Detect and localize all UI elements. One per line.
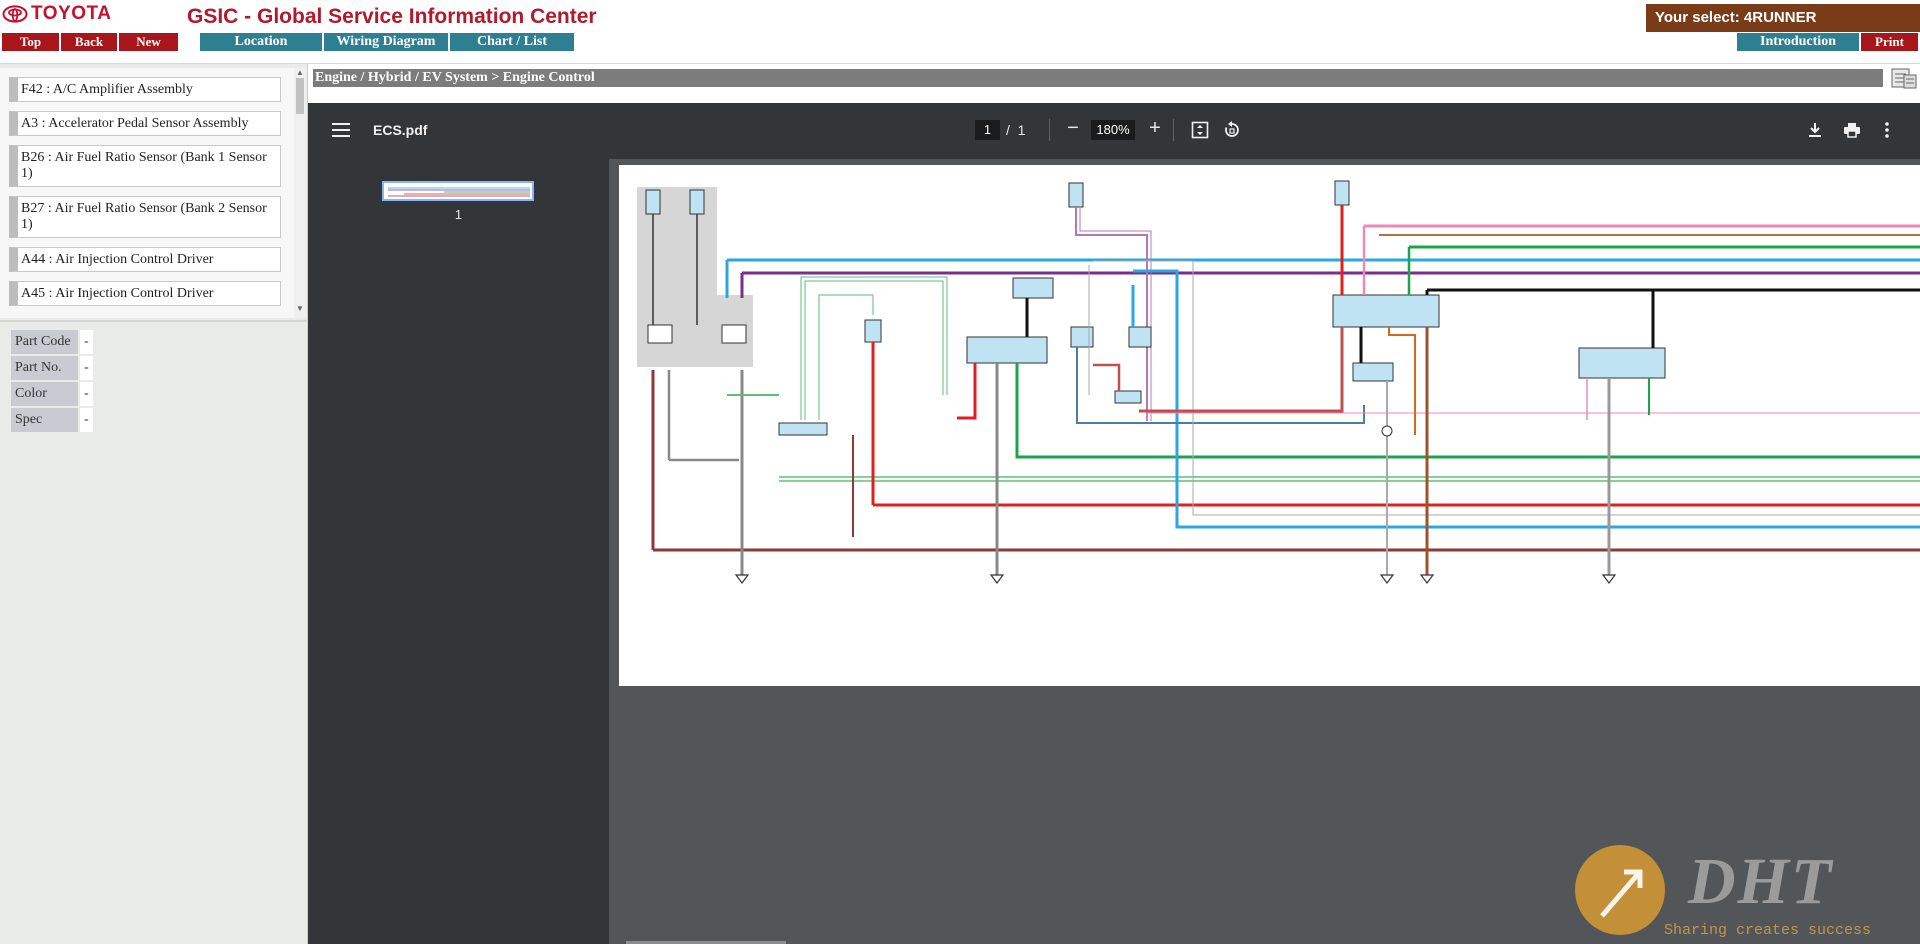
toyota-emblem-icon — [2, 5, 28, 23]
table-row: Color - — [11, 382, 93, 406]
page-thumbnail[interactable] — [382, 181, 534, 201]
download-icon[interactable] — [1806, 121, 1824, 139]
left-panel: F42 : A/C Amplifier Assembly A3 : Accele… — [0, 64, 308, 944]
dht-logo-icon — [1575, 845, 1665, 935]
page-title: GSIC - Global Service Information Center — [187, 5, 597, 28]
page-count: / 1 — [1006, 122, 1025, 138]
page-separator: / — [1006, 122, 1010, 138]
list-item[interactable]: B27 : Air Fuel Ratio Sensor (Bank 2 Sens… — [9, 196, 281, 238]
parts-list-scrollbar[interactable]: ▲ ▼ — [294, 68, 306, 318]
fit-page-icon[interactable] — [1191, 121, 1209, 139]
table-row: Part No. - — [11, 356, 93, 380]
scroll-down-icon[interactable]: ▼ — [296, 304, 304, 313]
panel-divider — [0, 320, 308, 322]
pdf-thumbnail-sidebar: 1 — [308, 159, 609, 944]
scrollbar-thumb[interactable] — [296, 78, 304, 114]
print-button[interactable]: Print — [1861, 33, 1918, 51]
list-item[interactable]: A45 : Air Injection Control Driver — [9, 281, 281, 306]
parts-list: F42 : A/C Amplifier Assembly A3 : Accele… — [0, 68, 296, 318]
tab-wiring-diagram[interactable]: Wiring Diagram — [324, 33, 448, 51]
spec-label: Spec — [11, 408, 78, 432]
part-properties-table: Part Code - Part No. - Color - Spec - — [9, 328, 95, 434]
menu-icon[interactable] — [332, 123, 350, 137]
scroll-up-icon[interactable]: ▲ — [296, 68, 304, 77]
top-button[interactable]: Top — [2, 33, 59, 51]
new-button[interactable]: New — [119, 33, 178, 51]
header: TOYOTA GSIC - Global Service Information… — [0, 0, 1920, 64]
pdf-page — [619, 165, 1920, 686]
document-list-icon[interactable] — [1890, 66, 1918, 90]
introduction-button[interactable]: Introduction — [1737, 33, 1859, 51]
list-item[interactable]: A44 : Air Injection Control Driver — [9, 247, 281, 272]
list-item[interactable]: F42 : A/C Amplifier Assembly — [9, 77, 281, 102]
watermark-slogan: Sharing creates success — [1664, 922, 1872, 939]
vehicle-select-display[interactable]: Your select: 4RUNNER — [1646, 4, 1920, 32]
toyota-brand: TOYOTA — [31, 3, 112, 24]
part-code-value: - — [80, 330, 93, 354]
wiring-diagram — [637, 180, 1920, 584]
watermark-logo-text: DHT — [1688, 845, 1834, 918]
horizontal-scrollbar[interactable] — [626, 941, 786, 944]
part-no-value: - — [80, 356, 93, 380]
spec-value: - — [80, 408, 93, 432]
toyota-logo[interactable]: TOYOTA — [2, 3, 111, 25]
pdf-viewer: ECS.pdf 1 / 1 − 180% + — [308, 103, 1920, 944]
table-row: Spec - — [11, 408, 93, 432]
toolbar-divider — [1173, 119, 1174, 141]
thumbnail-preview — [388, 187, 530, 197]
page-number-input[interactable]: 1 — [975, 120, 1000, 140]
zoom-level-input[interactable]: 180% — [1091, 120, 1135, 140]
pdf-toolbar: ECS.pdf 1 / 1 − 180% + — [308, 103, 1920, 159]
table-row: Part Code - — [11, 330, 93, 354]
rotate-icon[interactable] — [1223, 121, 1241, 139]
back-button[interactable]: Back — [61, 33, 117, 51]
zoom-in-button[interactable]: + — [1149, 117, 1161, 139]
tab-location[interactable]: Location — [200, 33, 322, 51]
print-icon[interactable] — [1843, 121, 1861, 139]
color-value: - — [80, 382, 93, 406]
part-no-label: Part No. — [11, 356, 78, 380]
list-item[interactable]: A3 : Accelerator Pedal Sensor Assembly — [9, 111, 281, 136]
toolbar-divider — [1049, 119, 1050, 141]
breadcrumb: Engine / Hybrid / EV System > Engine Con… — [313, 69, 1883, 87]
thumbnail-page-label: 1 — [454, 207, 463, 222]
tab-chart-list[interactable]: Chart / List — [450, 33, 574, 51]
more-options-icon[interactable] — [1883, 121, 1891, 139]
zoom-out-button[interactable]: − — [1067, 117, 1079, 139]
list-item[interactable]: B26 : Air Fuel Ratio Sensor (Bank 1 Sens… — [9, 145, 281, 187]
pdf-file-name: ECS.pdf — [373, 122, 428, 138]
total-pages: 1 — [1017, 122, 1026, 138]
color-label: Color — [11, 382, 78, 406]
dht-watermark: DHT Sharing creates success — [1572, 844, 1920, 944]
part-code-label: Part Code — [11, 330, 78, 354]
